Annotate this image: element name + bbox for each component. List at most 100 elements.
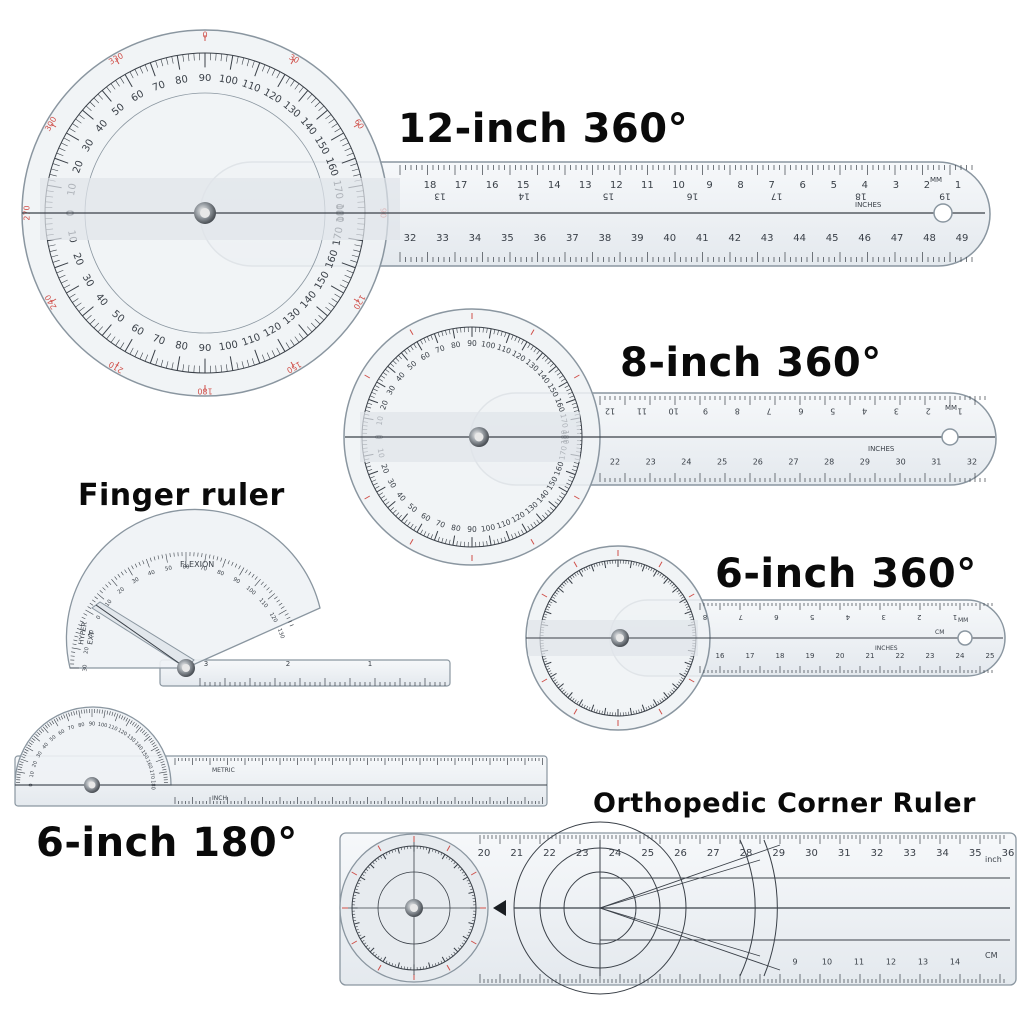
scale-number: 5 bbox=[830, 407, 835, 416]
label-finger-ruler: Finger ruler bbox=[78, 478, 285, 513]
scale-number: 19 bbox=[939, 191, 951, 201]
dial-tick bbox=[573, 410, 579, 412]
dial-tick bbox=[350, 259, 358, 263]
dial-tick bbox=[466, 934, 470, 937]
dial-number: 30 bbox=[35, 750, 43, 759]
dial-tick bbox=[392, 360, 397, 365]
dial-tick bbox=[110, 336, 116, 343]
dial-tick bbox=[395, 512, 400, 517]
dial-tick bbox=[581, 703, 584, 708]
dial-tick bbox=[451, 953, 454, 957]
dial-tick bbox=[546, 606, 551, 608]
dial-tick bbox=[52, 259, 60, 263]
red-dial-tick bbox=[115, 361, 120, 368]
dial-tick bbox=[468, 922, 475, 925]
dial-tick bbox=[578, 699, 583, 706]
dial-tick bbox=[683, 672, 688, 675]
dial-tick bbox=[583, 704, 586, 709]
dial-tick bbox=[598, 562, 601, 566]
scale-number: 2 bbox=[926, 407, 931, 416]
dial-number: 100 bbox=[218, 339, 239, 353]
dial-tick bbox=[23, 751, 28, 754]
dial-tick bbox=[571, 574, 575, 578]
dial-tick bbox=[182, 364, 185, 372]
dial-tick bbox=[129, 347, 134, 355]
dial-tick bbox=[325, 114, 332, 120]
scale-number: 43 bbox=[761, 233, 774, 244]
dial-number: 60 bbox=[129, 322, 146, 338]
dial-tick bbox=[547, 603, 552, 606]
dial-tick bbox=[598, 710, 601, 714]
scale-number: 45 bbox=[826, 233, 839, 244]
dial-tick bbox=[331, 298, 338, 303]
dial-tick bbox=[132, 721, 135, 726]
dial-tick bbox=[457, 866, 461, 869]
dial-tick bbox=[271, 350, 276, 357]
scale-number: 4 bbox=[862, 180, 868, 191]
dial-tick bbox=[81, 616, 86, 620]
dial-tick bbox=[158, 756, 163, 759]
dial-tick bbox=[331, 123, 338, 128]
dial-tick bbox=[471, 920, 475, 922]
dial-tick bbox=[441, 331, 444, 337]
dial-tick bbox=[369, 395, 375, 398]
dial-number: 60 bbox=[129, 89, 146, 105]
dial-tick bbox=[564, 486, 570, 489]
dial-number: 50 bbox=[165, 565, 173, 572]
dial-tick bbox=[129, 71, 134, 79]
dial-tick bbox=[353, 174, 361, 177]
red-dial-tick bbox=[688, 593, 695, 598]
scale-number: 3 bbox=[881, 613, 885, 621]
scale-number: 7 bbox=[738, 613, 742, 621]
scale-number: 31 bbox=[838, 848, 851, 859]
dial-tick bbox=[44, 724, 48, 729]
dial-tick bbox=[357, 882, 361, 885]
red-dial-tick bbox=[446, 964, 451, 971]
dial-number: 40 bbox=[41, 742, 50, 751]
dial-tick bbox=[462, 935, 468, 940]
dial-number: 90 bbox=[199, 73, 212, 84]
dial-tick bbox=[261, 354, 266, 362]
dial-tick bbox=[593, 563, 596, 568]
dial-tick bbox=[277, 74, 286, 88]
dial-tick bbox=[543, 613, 548, 616]
scale-number: 23 bbox=[646, 458, 656, 467]
scale-number: 12 bbox=[610, 180, 623, 191]
dial-tick bbox=[69, 127, 76, 133]
dial-tick bbox=[56, 152, 64, 157]
dial-tick bbox=[530, 345, 534, 351]
scale-number: 8 bbox=[737, 180, 743, 191]
dial-tick bbox=[560, 378, 566, 382]
dial-number: 30 bbox=[83, 664, 89, 671]
dial-tick bbox=[561, 583, 565, 587]
dial-tick bbox=[101, 709, 103, 714]
g8-inches-text: INCHES bbox=[868, 445, 895, 453]
dial-tick bbox=[82, 306, 94, 317]
corner-cm-text: CM bbox=[985, 951, 998, 960]
dial-tick bbox=[482, 327, 484, 333]
dial-tick bbox=[571, 402, 577, 405]
scale-number: 5 bbox=[810, 613, 814, 621]
dial-tick bbox=[155, 749, 160, 752]
dial-tick bbox=[363, 871, 367, 874]
dial-tick bbox=[149, 557, 152, 562]
g180-inch-text: INCH bbox=[212, 795, 227, 802]
dial-tick bbox=[659, 573, 662, 577]
dial-tick bbox=[650, 567, 653, 572]
dial-tick bbox=[215, 53, 217, 61]
scale-number: 23 bbox=[576, 848, 589, 859]
scale-number: 48 bbox=[923, 233, 936, 244]
dial-tick bbox=[650, 704, 653, 709]
dial-number: 130 bbox=[125, 733, 136, 744]
dial-tick bbox=[89, 101, 96, 108]
dial-tick bbox=[161, 554, 164, 559]
dial-tick bbox=[437, 332, 440, 338]
dial-tick bbox=[387, 500, 396, 509]
dial-tick bbox=[684, 610, 692, 615]
dial-tick bbox=[685, 606, 690, 608]
dial-tick bbox=[330, 132, 344, 141]
dial-tick bbox=[657, 571, 660, 575]
scale-number: 18 bbox=[855, 191, 867, 201]
dial-number: 150 bbox=[139, 749, 149, 760]
dial-tick bbox=[294, 336, 300, 343]
